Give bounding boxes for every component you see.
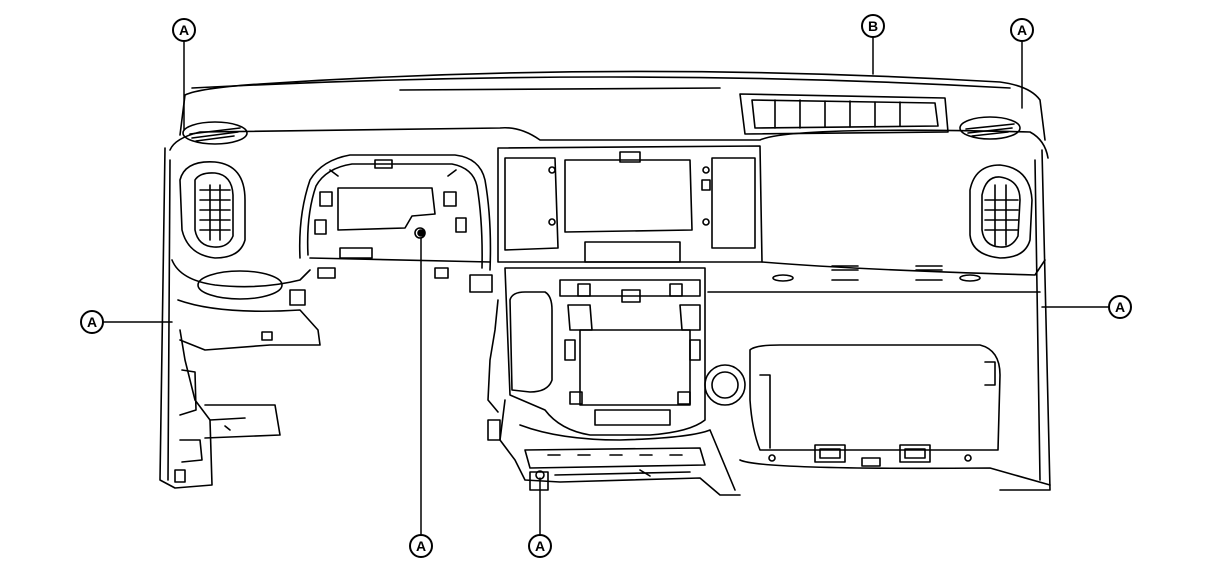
callout-label: A [87,314,97,330]
side-defrost-vent-right [959,116,1021,140]
callout-a-bottom-center: A [409,534,433,558]
callout-a-right: A [1108,295,1132,319]
round-switch [704,364,746,406]
callout-a-bottom-right: A [528,534,552,558]
callout-label: A [535,538,545,554]
callout-a-top-left: A [172,18,196,42]
lower-console-trim [499,399,741,496]
callout-b-top-center: B [861,14,885,38]
callout-label: A [1115,299,1125,315]
right-dash-face [707,149,1051,491]
defroster-grille [739,93,949,135]
dashboard-top-pad [169,70,1049,159]
fastener-markers [417,229,545,480]
left-side-panel [159,147,321,489]
left-air-vent [179,161,246,259]
callout-label: B [868,18,878,34]
cluster-opening [298,154,492,279]
callout-label: A [416,538,426,554]
callout-label: A [179,22,189,38]
glove-box-opening [739,344,1051,486]
center-display-bezel [497,145,763,263]
center-stack [469,267,706,441]
callout-a-top-right: A [1010,18,1034,42]
side-defrost-vent-left [182,121,248,145]
callout-label: A [1017,22,1027,38]
callout-a-left: A [80,310,104,334]
callout-leaders [103,37,1109,535]
right-air-vent [969,164,1033,259]
